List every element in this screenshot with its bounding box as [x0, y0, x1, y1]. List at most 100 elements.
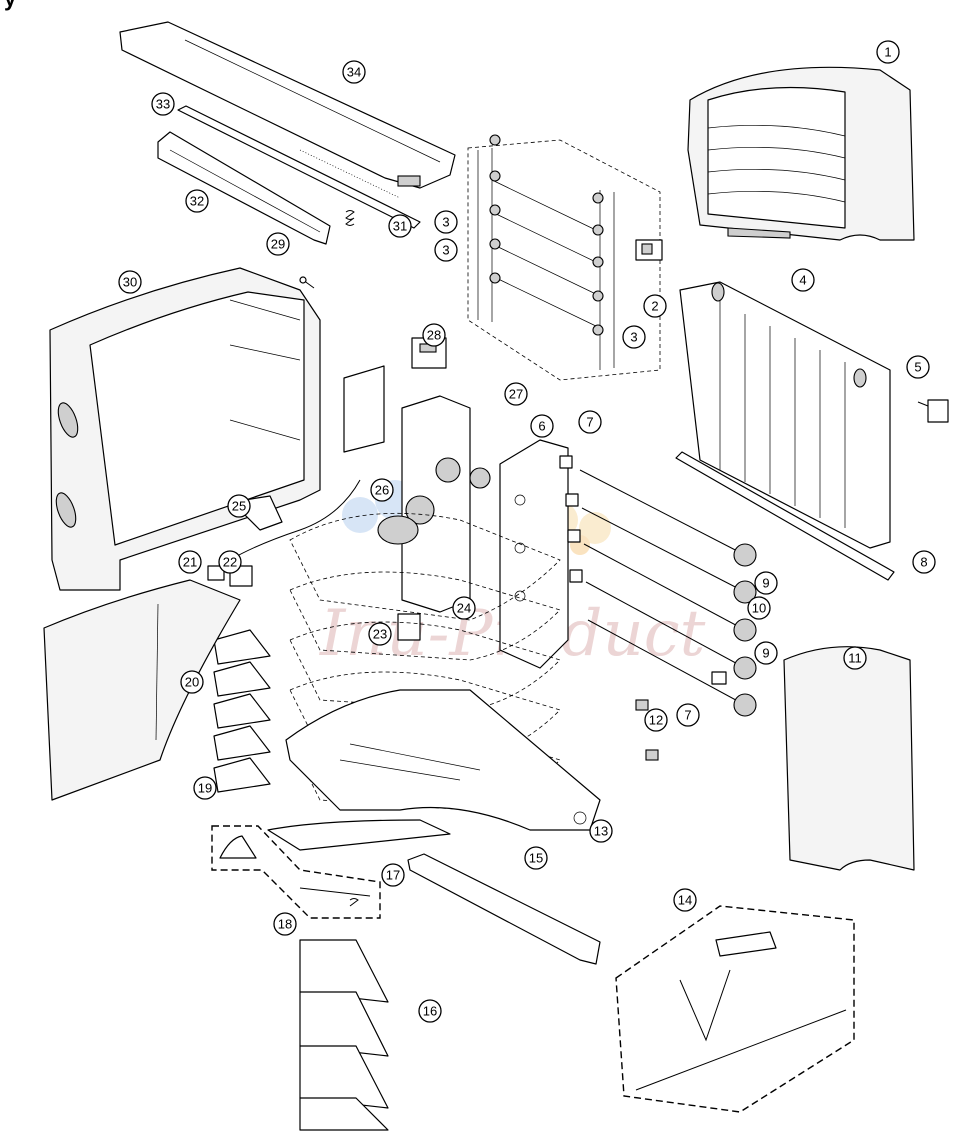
- exit-guide-part: [407, 853, 601, 965]
- callout-label: 4: [799, 273, 806, 288]
- callout-30: 30: [118, 270, 142, 294]
- top-cover-part: [119, 21, 456, 189]
- callout-3: 3: [434, 238, 458, 262]
- callout-21: 21: [178, 550, 202, 574]
- callout-33: 33: [151, 92, 175, 116]
- callout-3: 3: [622, 325, 646, 349]
- guide-rail-part: [157, 131, 331, 245]
- bin-kit-part: [615, 905, 855, 1113]
- support-rod-part: [675, 451, 895, 581]
- callout-label: 1: [884, 45, 891, 60]
- callout-12: 12: [644, 708, 668, 732]
- callout-2: 2: [643, 294, 667, 318]
- callout-label: 14: [678, 893, 692, 908]
- callout-25: 25: [227, 494, 251, 518]
- callout-label: 18: [278, 917, 292, 932]
- callout-9: 9: [754, 641, 778, 665]
- callout-16: 16: [418, 999, 442, 1023]
- callout-label: 20: [185, 675, 199, 690]
- callout-label: 24: [457, 601, 471, 616]
- callout-label: 30: [123, 275, 137, 290]
- callout-label: 26: [375, 483, 389, 498]
- callout-label: 8: [920, 555, 927, 570]
- callout-label: 3: [442, 215, 449, 230]
- sensor-part-right: [917, 399, 949, 423]
- flap-parts: [213, 629, 271, 793]
- callout-label: 16: [423, 1004, 437, 1019]
- callout-6: 6: [530, 414, 554, 438]
- rod-part: [177, 105, 421, 229]
- left-side-cover-part: [49, 267, 321, 591]
- callout-label: 3: [442, 243, 449, 258]
- motor-bracket-part: [377, 395, 471, 613]
- callout-label: 29: [271, 237, 285, 252]
- callout-label: 28: [427, 328, 441, 343]
- callout-label: 9: [762, 646, 769, 661]
- callout-29: 29: [266, 232, 290, 256]
- callout-label: 17: [386, 868, 400, 883]
- spring-part: [345, 210, 355, 226]
- callout-label: 23: [373, 627, 387, 642]
- callout-27: 27: [504, 382, 528, 406]
- callout-label: 15: [529, 851, 543, 866]
- callout-label: 21: [183, 555, 197, 570]
- callout-label: 33: [156, 97, 170, 112]
- screw-part: [299, 276, 315, 289]
- callout-15: 15: [524, 846, 548, 870]
- callout-32: 32: [185, 189, 209, 213]
- callout-7: 7: [578, 410, 602, 434]
- callout-24: 24: [452, 596, 476, 620]
- callout-18: 18: [273, 912, 297, 936]
- callout-label: 11: [848, 651, 862, 666]
- callout-label: 7: [586, 415, 593, 430]
- callout-label: 3: [630, 330, 637, 345]
- side-plate-part: [499, 439, 569, 669]
- guide-kit-part: [211, 825, 381, 919]
- mailbox-assembly-part: [687, 66, 915, 241]
- front-panel-part: [43, 579, 241, 801]
- connector-part-small: [397, 613, 421, 641]
- switch-parts: [635, 699, 659, 761]
- callout-label: 34: [347, 65, 361, 80]
- callout-3: 3: [434, 210, 458, 234]
- base-tray-part: [285, 689, 601, 831]
- callout-label: 10: [752, 601, 766, 616]
- callout-label: 32: [190, 194, 204, 209]
- callout-1: 1: [876, 40, 900, 64]
- callout-20: 20: [180, 670, 204, 694]
- callout-13: 13: [589, 819, 613, 843]
- callout-22: 22: [218, 550, 242, 574]
- right-side-cover-part: [783, 646, 915, 871]
- callout-23: 23: [368, 622, 392, 646]
- clip-parts: [559, 455, 727, 685]
- callout-19: 19: [193, 776, 217, 800]
- diagram-heading: y: [4, 0, 16, 12]
- callout-label: 6: [538, 419, 545, 434]
- callout-14: 14: [673, 888, 697, 912]
- circuit-board-part: [343, 365, 385, 453]
- rail-frame-part: [467, 134, 661, 381]
- callout-label: 7: [684, 708, 691, 723]
- callout-5: 5: [906, 355, 930, 379]
- paper-guide-part: [267, 819, 451, 851]
- callout-label: 9: [762, 576, 769, 591]
- callout-label: 25: [232, 499, 246, 514]
- callout-26: 26: [370, 478, 394, 502]
- callout-8: 8: [912, 550, 936, 574]
- callout-label: 5: [914, 360, 921, 375]
- sensor-part: [635, 239, 663, 261]
- callout-label: 31: [393, 219, 407, 234]
- callout-31: 31: [388, 214, 412, 238]
- gear-part: [469, 467, 491, 489]
- callout-label: 19: [198, 781, 212, 796]
- callout-10: 10: [747, 596, 771, 620]
- callout-34: 34: [342, 60, 366, 84]
- bin-tray-parts: [299, 939, 389, 1131]
- callout-4: 4: [791, 268, 815, 292]
- roller-shaft-parts: [579, 469, 757, 717]
- callout-9: 9: [754, 571, 778, 595]
- callout-label: 13: [594, 824, 608, 839]
- callout-label: 12: [649, 713, 663, 728]
